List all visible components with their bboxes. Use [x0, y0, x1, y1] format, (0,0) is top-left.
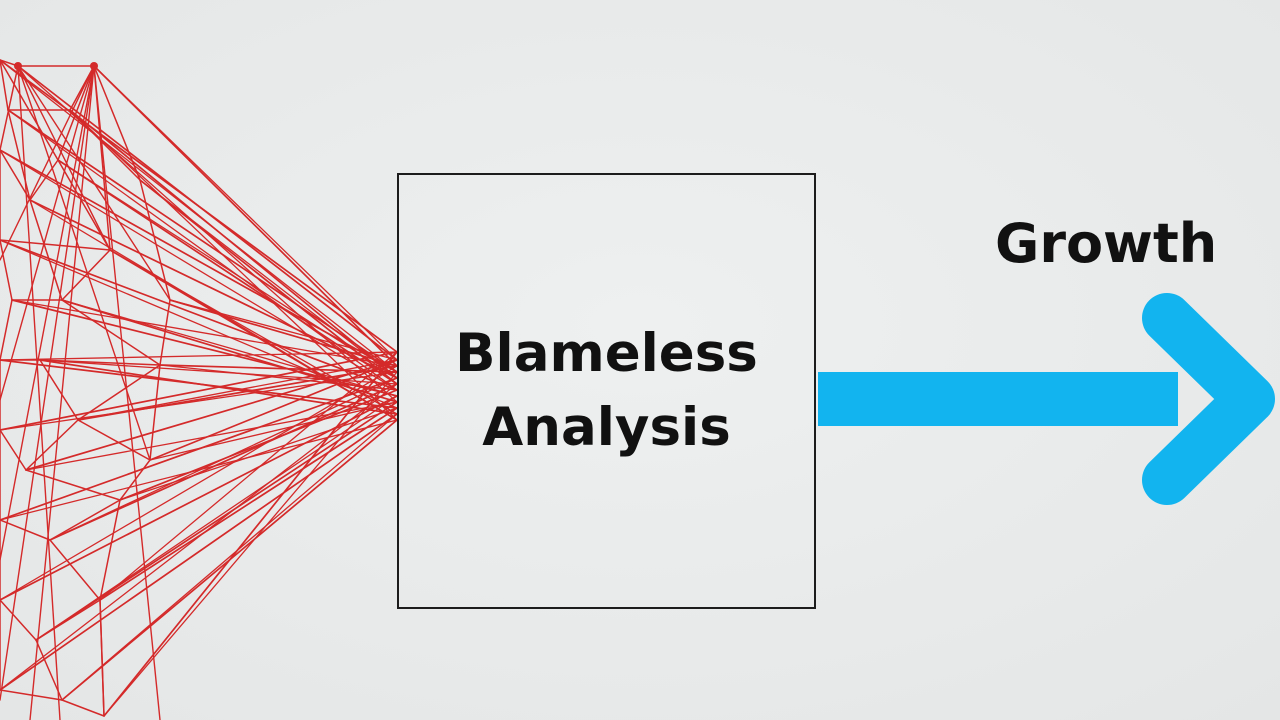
network-line [93, 65, 398, 361]
network-line [0, 65, 95, 261]
network-node [90, 62, 98, 70]
box-label-line-1: Blameless [455, 323, 758, 384]
network-line [0, 65, 19, 151]
network-line [0, 351, 398, 361]
network-line [99, 499, 121, 601]
growth-arrow [818, 293, 1275, 505]
network-line [61, 413, 398, 701]
network-line [57, 159, 398, 385]
network-line [159, 299, 171, 366]
network-line [159, 364, 398, 391]
network-line [139, 179, 398, 385]
network-line [17, 65, 171, 301]
network-line [0, 429, 27, 471]
network-line [61, 699, 105, 717]
network-line [77, 365, 398, 421]
network-line [69, 109, 398, 421]
blameless-analysis-box: Blameless Analysis [397, 173, 816, 609]
network-line [99, 351, 398, 601]
network-line [0, 351, 398, 431]
arrow-head [1142, 293, 1275, 505]
network-line [57, 159, 111, 251]
network-line [0, 65, 95, 401]
network-line [39, 359, 79, 421]
network-line [61, 299, 161, 366]
network-line [99, 407, 398, 601]
network-line [0, 365, 398, 601]
network-line [93, 65, 141, 181]
network-line [0, 299, 13, 361]
network-line [17, 65, 61, 720]
network-line [93, 65, 398, 367]
network-line [149, 364, 161, 461]
network-line [69, 109, 141, 181]
network-line [149, 401, 398, 461]
network-line [17, 65, 398, 361]
network-line [17, 65, 111, 251]
network-line [7, 109, 398, 391]
network-line [0, 395, 398, 601]
network-line [17, 65, 151, 461]
network-line [49, 499, 121, 541]
growth-label: Growth [995, 212, 1218, 275]
network-line [61, 249, 111, 301]
network-line [57, 159, 398, 379]
network-line [57, 65, 95, 161]
network-line [0, 239, 13, 301]
network-line [103, 371, 398, 717]
network-line [25, 359, 398, 471]
network-line [119, 459, 151, 501]
network-line [11, 299, 398, 367]
network-line [35, 599, 101, 641]
network-line [39, 359, 161, 366]
network-line [0, 599, 37, 641]
network-line [0, 149, 31, 201]
network-line [139, 179, 171, 301]
arrow-shaft [818, 372, 1178, 426]
network-line [25, 469, 121, 501]
network-line [77, 364, 161, 421]
network-line [0, 413, 398, 691]
network-line [99, 599, 105, 717]
network-line [77, 419, 151, 461]
network-line [29, 159, 59, 201]
network-line [29, 199, 63, 301]
network-line [0, 689, 63, 701]
network-line [0, 65, 95, 701]
network-line [169, 299, 398, 361]
network-line [49, 383, 398, 541]
network-line [35, 395, 398, 641]
network-line [49, 539, 101, 601]
box-label-line-2: Analysis [482, 397, 731, 458]
network-line [0, 65, 95, 561]
network-line [109, 249, 398, 415]
tangled-lines [0, 59, 398, 720]
network-line [69, 109, 398, 379]
network-line [159, 364, 398, 373]
network-line [119, 407, 398, 501]
network-line [29, 65, 95, 720]
network-line [0, 371, 398, 431]
network-line [0, 59, 9, 111]
network-line [139, 179, 398, 379]
network-line [61, 299, 398, 403]
network-line [0, 149, 398, 391]
network-line [149, 359, 398, 461]
network-node [14, 62, 22, 70]
network-line [0, 239, 111, 251]
